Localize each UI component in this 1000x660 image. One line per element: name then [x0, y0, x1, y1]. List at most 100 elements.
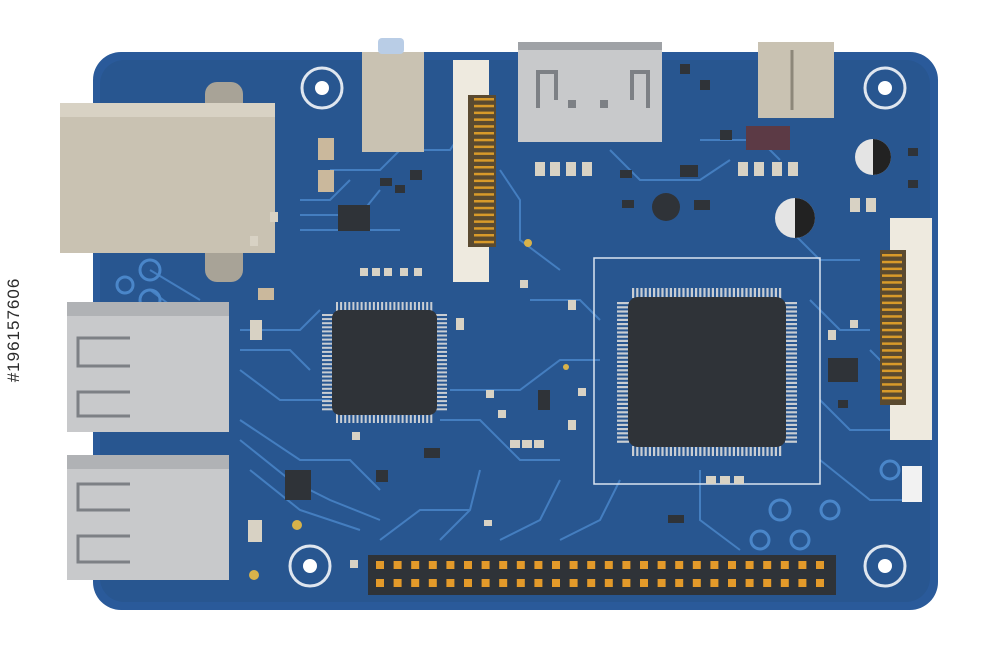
chip-pin [322, 383, 333, 386]
soc-pin [644, 288, 647, 298]
soc-pin [785, 390, 797, 393]
gpio-pin [569, 561, 578, 569]
chip-pin [360, 302, 363, 311]
soc-pin [762, 446, 765, 456]
chip-pin [389, 414, 392, 423]
chip-pin [436, 367, 447, 370]
smd-component [424, 448, 440, 458]
chip-pin [436, 363, 447, 366]
smd-component [380, 178, 392, 186]
ribbon-pin [882, 294, 902, 298]
chip-pin [436, 383, 447, 386]
hdmi-port-icon [518, 42, 662, 142]
soc-pin [653, 288, 656, 298]
soc-pin [669, 446, 672, 456]
smd-component [510, 440, 520, 448]
smd-component [250, 236, 258, 246]
chip-pin [360, 414, 363, 423]
chip-pin [389, 302, 392, 311]
smd-component [908, 180, 918, 188]
chip-pin [436, 326, 447, 329]
ribbon-pin [474, 227, 494, 230]
chip2-pins [322, 302, 447, 423]
soc-pin [785, 327, 797, 330]
small-ic [538, 390, 550, 410]
passive-components [248, 64, 918, 568]
small-ic [828, 358, 858, 382]
ribbon-pin [882, 267, 902, 271]
chip-pin [352, 302, 355, 311]
smd-component [668, 515, 684, 523]
gpio-pin [393, 561, 402, 569]
soc-pin [732, 288, 735, 298]
smd-component [352, 432, 360, 440]
smd-component [400, 268, 408, 276]
gpio-pin [464, 561, 472, 569]
soc-pin [636, 288, 639, 298]
chip-pin [436, 342, 447, 345]
soc-pin [711, 446, 714, 456]
gpio-pin [780, 579, 789, 587]
soc-pin [617, 394, 629, 397]
ribbon-pin [474, 145, 494, 149]
gpio-pin [657, 579, 666, 587]
smd-component [568, 300, 576, 310]
chip-pin [436, 391, 447, 394]
ribbon-pin [474, 152, 494, 155]
soc-pin [724, 446, 727, 456]
gpio-pin [516, 561, 525, 569]
smd-component [520, 280, 528, 288]
smd-component [828, 330, 836, 340]
chip-pin [381, 414, 384, 423]
chip-pin [322, 387, 333, 390]
soc-pin [617, 302, 629, 305]
chip-pin [436, 330, 447, 333]
smd-component [248, 520, 262, 542]
gpio-pin [499, 579, 508, 587]
gpio-pin [534, 579, 543, 587]
ribbon-pin [474, 234, 494, 237]
smd-component [522, 440, 532, 448]
soc-pin [724, 288, 727, 298]
resistor-array [746, 126, 790, 150]
gpio-pin [481, 561, 490, 569]
soc-pin [686, 288, 689, 298]
soc-pin [617, 440, 629, 443]
gpio-pin [464, 579, 472, 587]
soc-pin [617, 373, 629, 376]
chip-pin [372, 302, 375, 311]
soc-pin [617, 377, 629, 380]
small-ic [338, 205, 370, 231]
small-connector [902, 466, 922, 502]
soc-pin [690, 288, 693, 298]
chip-pin [436, 404, 447, 407]
gpio-pin [745, 579, 754, 587]
chip-pin [322, 355, 333, 357]
chip-pin [405, 302, 408, 311]
chip-pin [322, 363, 333, 366]
ribbon-pin [882, 274, 902, 277]
soc-pin [632, 288, 635, 298]
smd-component [395, 185, 405, 193]
chip-pin [322, 367, 333, 370]
ribbon-pin [882, 281, 902, 284]
smd-component [582, 162, 592, 176]
soc-pin [720, 288, 723, 298]
soc-pin [785, 398, 797, 401]
smd-component [788, 162, 798, 176]
soc-pin [617, 415, 629, 418]
soc-pin [785, 302, 797, 305]
soc-pin [785, 407, 797, 410]
soc-pin [617, 344, 629, 347]
soc-pin [661, 446, 664, 456]
soc-pin [745, 288, 748, 298]
ethernet-port-icon [60, 82, 275, 282]
circuit-traces [149, 119, 920, 551]
soc-pin [661, 288, 664, 298]
ribbon-pin [474, 213, 494, 217]
smd-component [535, 162, 545, 176]
soc-pin [785, 339, 797, 342]
soc-pin [770, 446, 773, 456]
gpio-pin [763, 579, 772, 587]
soc-pin [753, 288, 756, 298]
